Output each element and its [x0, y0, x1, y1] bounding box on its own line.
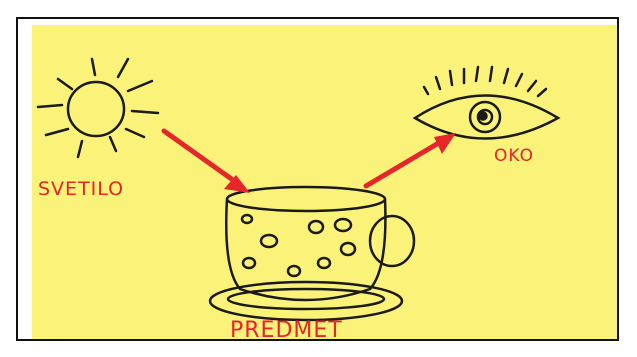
arrow-light-to-object: [164, 131, 250, 193]
label-light-source: SVETILO: [38, 178, 124, 200]
sun-icon: [38, 59, 158, 157]
image-frame: SVETILO PREDMET OKO: [16, 17, 619, 341]
label-object: PREDMET: [230, 318, 343, 341]
eye-icon: [415, 67, 558, 139]
cup-icon: [210, 187, 414, 320]
light-path-diagram: SVETILO PREDMET OKO: [18, 19, 619, 341]
arrow-object-to-eye: [366, 133, 456, 186]
label-eye: OKO: [494, 146, 534, 166]
